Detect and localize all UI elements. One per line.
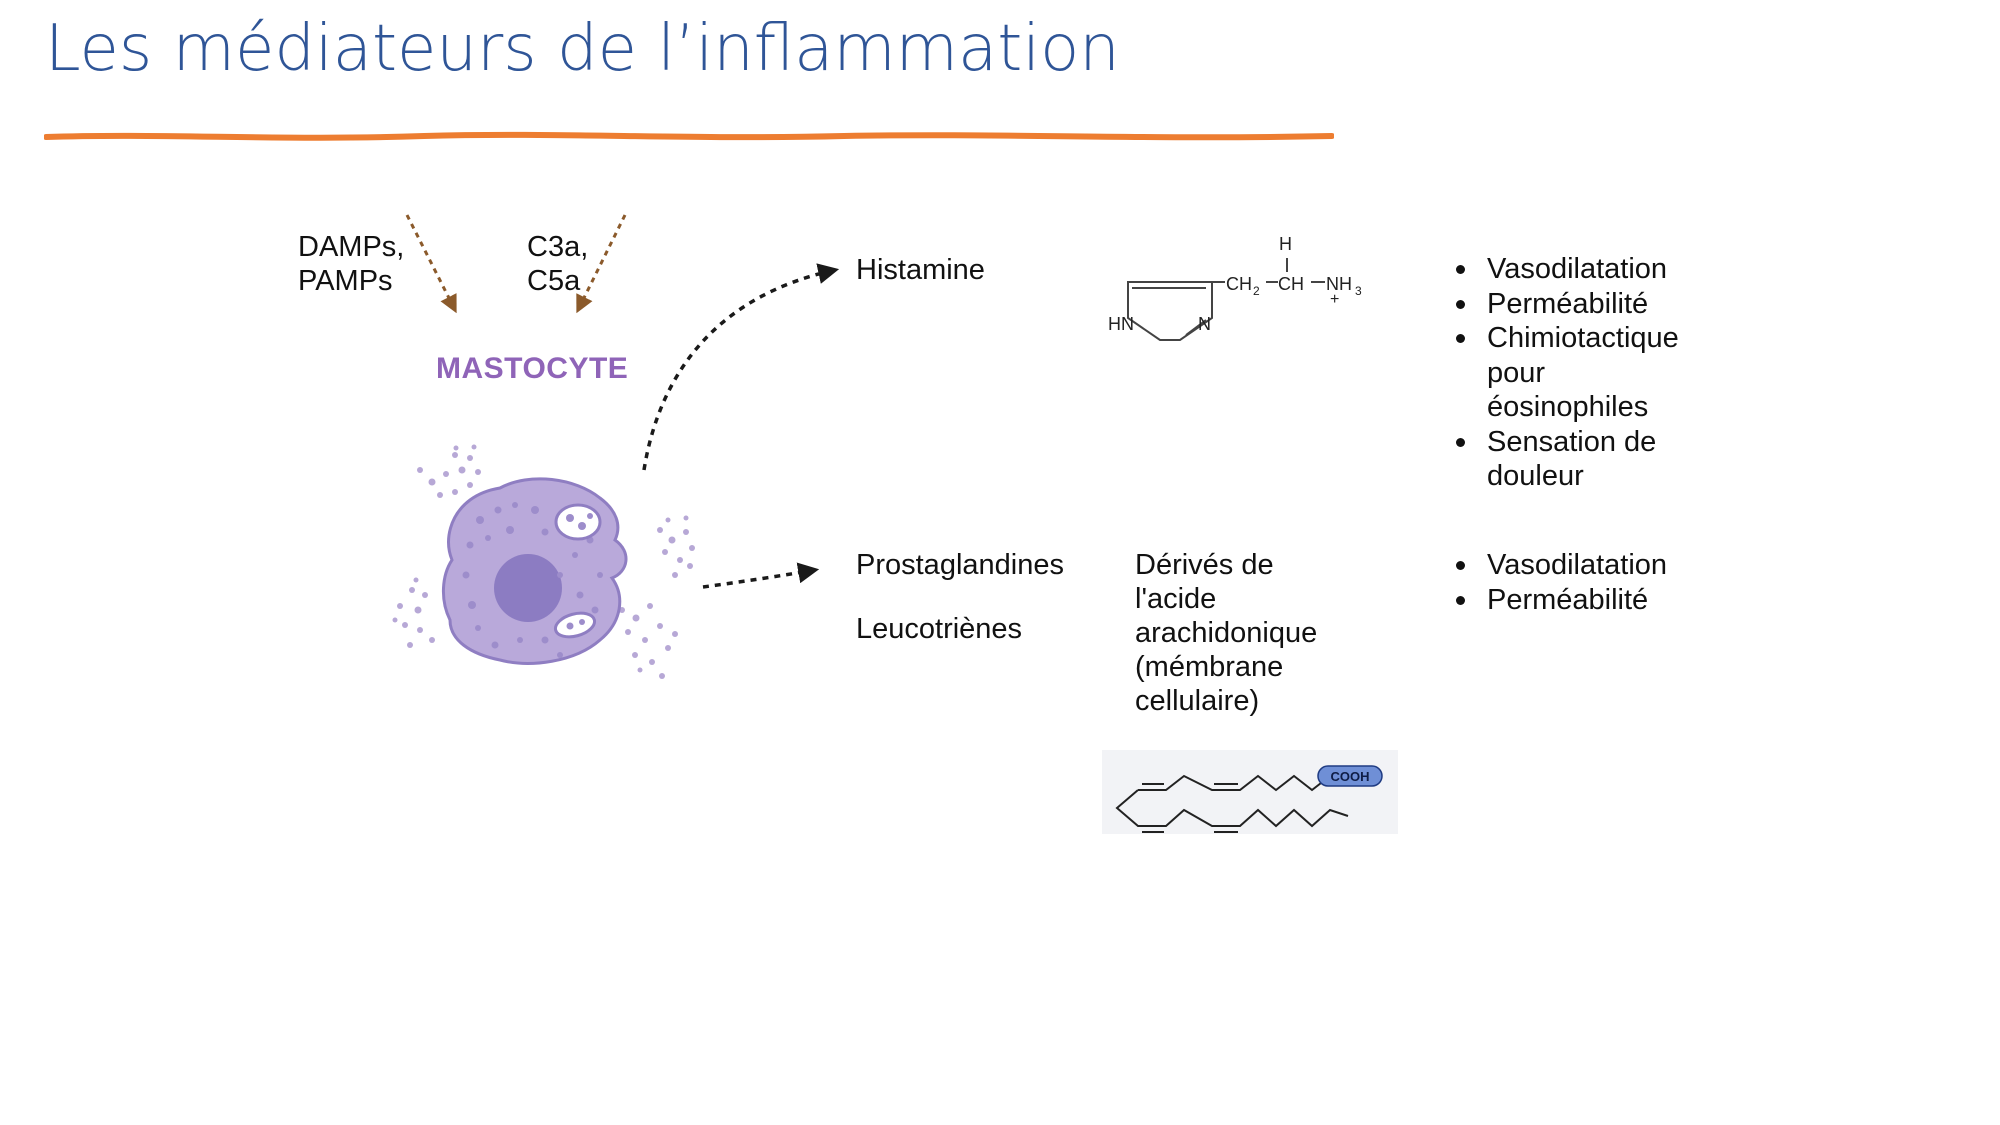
arachidonic-line: Dérivés de xyxy=(1135,549,1274,581)
list-item: Perméabilité xyxy=(1454,583,1667,618)
stimulus-c3a-c5a: C3a, C5a xyxy=(527,230,588,298)
title-underline xyxy=(44,131,1334,141)
list-item: Vasodilatation xyxy=(1454,252,1679,287)
stimulus-arrow-left xyxy=(405,214,457,314)
vesicle-top xyxy=(554,503,602,541)
stimulus-damps-pamps: DAMPs, PAMPs xyxy=(298,230,404,298)
stimulus-line: DAMPs, xyxy=(298,231,405,263)
arachidonic-line: cellulaire) xyxy=(1135,685,1260,717)
histamine-labels: H CH 2 CH NH 3 + HN N xyxy=(1108,234,1362,334)
released-granules xyxy=(392,444,695,679)
arachidonic-line: l'acide xyxy=(1135,583,1217,615)
stimulus-line: C5a xyxy=(527,265,581,297)
lipid-effects-list: Vasodilatation Perméabilité xyxy=(1454,548,1667,617)
release-arrow-histamine xyxy=(642,263,840,471)
mediator-prostaglandines: Prostaglandines xyxy=(856,549,1064,581)
histamine-nh3-sub: 3 xyxy=(1355,284,1362,298)
mastocyte-label: MASTOCYTE xyxy=(436,352,629,385)
slide-title: Les médiateurs de l’inflammation xyxy=(45,12,1120,86)
histamine-ch: CH xyxy=(1278,274,1304,294)
mastocyte-cell xyxy=(392,444,695,679)
histamine-ch2: CH xyxy=(1226,274,1252,294)
histamine-n: N xyxy=(1198,314,1211,334)
histamine-plus: + xyxy=(1330,291,1339,308)
arachidonic-line: (mémbrane xyxy=(1135,651,1284,683)
histamine-structure xyxy=(1127,258,1325,341)
histamine-hn: HN xyxy=(1108,314,1134,334)
vesicle-bottom xyxy=(553,611,597,639)
histamine-nh3: NH xyxy=(1326,274,1352,294)
stimulus-line: C3a, xyxy=(527,231,589,263)
arachidonic-line: arachidonique xyxy=(1135,617,1318,649)
list-item: Sensation de douleur xyxy=(1454,425,1679,494)
mediator-histamine: Histamine xyxy=(856,254,985,286)
mediator-leucotrienes: Leucotriènes xyxy=(856,613,1023,645)
list-item: Chimiotactique pour éosinophiles xyxy=(1454,321,1679,425)
stimulus-line: PAMPs xyxy=(298,265,393,297)
histamine-ch2-sub: 2 xyxy=(1253,284,1260,298)
release-arrow-lipids xyxy=(702,562,820,589)
list-item: Perméabilité xyxy=(1454,287,1679,322)
arachidonic-acid-image-bg xyxy=(1102,750,1398,834)
list-item: Vasodilatation xyxy=(1454,548,1667,583)
histamine-effects-list: Vasodilatation Perméabilité Chimiotactiq… xyxy=(1454,252,1679,494)
arachidonic-description: Dérivés de l'acide arachidonique (mémbra… xyxy=(1135,548,1317,718)
histamine-h: H xyxy=(1279,234,1292,254)
